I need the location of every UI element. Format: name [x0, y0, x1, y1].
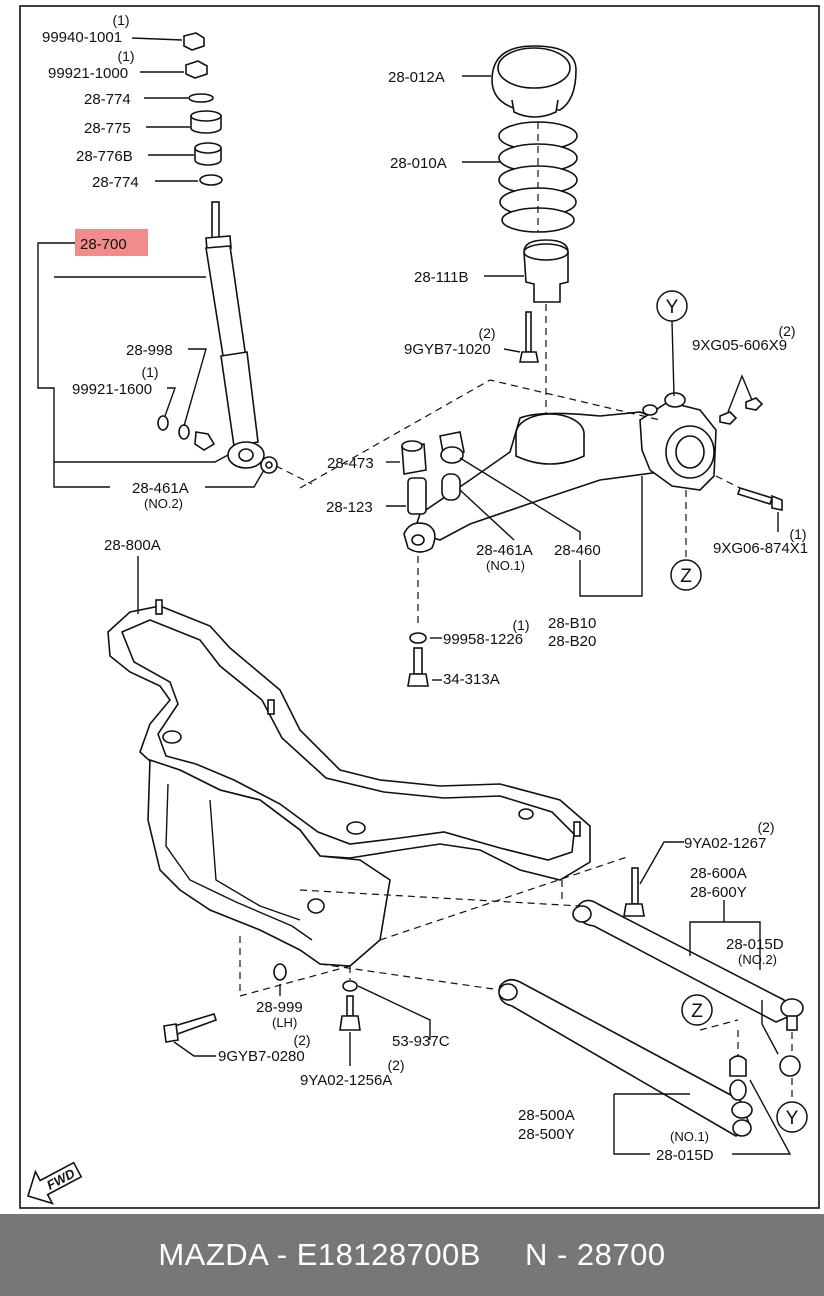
label-34-313a: 34-313A	[443, 671, 500, 688]
bolt-9gyb7-1020	[519, 351, 539, 363]
washer-28-999	[273, 963, 287, 981]
label-28-774: 28-774	[84, 91, 131, 108]
label-28-111b: 28-111B	[414, 269, 469, 286]
label-28-015d-no2: 28-015D	[726, 936, 784, 953]
label-9xg06-874x1: 9XG06-874X1	[713, 540, 808, 557]
shock-hardware-stack	[37, 32, 313, 488]
footer-reference: N - 28700	[524, 1237, 666, 1272]
shock-body-lower	[220, 351, 259, 447]
fwd-arrow-icon: FWD	[27, 1161, 83, 1205]
svg-text:(2): (2)	[293, 1032, 310, 1048]
label-99921-1600: 99921-1600	[72, 381, 152, 398]
label-28-461a-no2: 28-461A	[132, 480, 189, 497]
label-28-010a: 28-010A	[390, 155, 447, 172]
washer-99958	[409, 632, 427, 644]
label-28-775: 28-775	[84, 120, 131, 137]
label-28-012a: 28-012A	[388, 69, 445, 86]
label-28-600y: 28-600Y	[690, 884, 747, 901]
label-28-461a-no1: 28-461A	[476, 542, 533, 559]
part-labels: (1) 99940-1001 (1) 99921-1000 28-774 28-…	[42, 12, 808, 1164]
label-9gyb7-1020: 9GYB7-1020	[404, 341, 491, 358]
callout-y-top: Y	[656, 290, 688, 397]
label-28-b20: 28-B20	[548, 633, 596, 650]
label-9ya02-1267: 9YA02-1267	[684, 835, 766, 852]
label-9gyb7-0280: 9GYB7-0280	[218, 1048, 305, 1065]
label-28-b10: 28-B10	[548, 615, 596, 632]
bolt-34-313a	[407, 673, 429, 687]
svg-text:(1): (1)	[512, 617, 529, 633]
label-28-776b: 28-776B	[76, 148, 133, 165]
svg-text:Y: Y	[786, 1108, 799, 1129]
lateral-link-rear	[498, 978, 753, 1137]
upper-arm-assembly	[299, 374, 783, 687]
label-28-500a: 28-500A	[518, 1107, 575, 1124]
label-28-999: 28-999	[256, 999, 303, 1016]
diagram-border	[19, 5, 820, 1209]
label-28-500y: 28-500Y	[518, 1126, 575, 1143]
part-number-footer: MAZDA - E18128700B N - 28700	[0, 1214, 824, 1296]
label-28-700: 28-700	[80, 236, 127, 253]
crossmember	[107, 556, 591, 967]
parts-diagram: FWD Y Z Z Y (1) 99940-1001 (1) 99921-100…	[19, 5, 820, 1209]
footer-part-number: MAZDA - E18128700B	[158, 1237, 481, 1272]
lateral-link-front	[572, 899, 804, 1098]
nut	[185, 60, 208, 79]
label-9xg05-606x9: 9XG05-606X9	[692, 337, 787, 354]
svg-text:(NO.2): (NO.2)	[738, 952, 777, 967]
label-28-600a: 28-600A	[690, 865, 747, 882]
svg-text:Y: Y	[666, 297, 679, 318]
bushing-28-461a-no1	[441, 473, 461, 501]
bolt-9gyb7-0280	[163, 1023, 179, 1043]
label-28-460: 28-460	[554, 542, 601, 559]
svg-text:(1): (1)	[112, 12, 129, 28]
washer-upper	[188, 93, 214, 103]
spring-assembly	[462, 45, 578, 420]
bolt-9ya02-1267	[623, 903, 645, 917]
svg-text:(NO.1): (NO.1)	[670, 1129, 709, 1144]
svg-text:(1): (1)	[789, 526, 806, 542]
callout-y-bottom: Y	[776, 1101, 808, 1133]
label-9ya02-1256a: 9YA02-1256A	[300, 1072, 392, 1089]
label-28-015d-no1: 28-015D	[656, 1147, 714, 1164]
label-28-998: 28-998	[126, 342, 173, 359]
label-53-937c: 53-937C	[392, 1033, 450, 1050]
svg-text:(LH): (LH)	[272, 1015, 297, 1030]
label-99958-1226: 99958-1226	[443, 631, 523, 648]
bolt-9ya02-1256a	[339, 1015, 361, 1031]
svg-text:(2): (2)	[778, 323, 795, 339]
label-99921-1000: 99921-1000	[48, 65, 128, 82]
lock-nut	[183, 32, 205, 51]
coil-spring	[498, 121, 578, 233]
svg-text:(2): (2)	[478, 325, 495, 341]
svg-text:(1): (1)	[117, 48, 134, 64]
svg-text:Z: Z	[680, 566, 692, 587]
bolt-28-123	[407, 477, 427, 515]
mount-hardware	[163, 841, 684, 1066]
label-28-774-lower: 28-774	[92, 174, 139, 191]
svg-text:(2): (2)	[387, 1057, 404, 1073]
label-99940-1001: 99940-1001	[42, 29, 122, 46]
svg-text:(2): (2)	[757, 819, 774, 835]
svg-text:(1): (1)	[141, 364, 158, 380]
washer-lower	[199, 174, 223, 186]
collar	[194, 431, 216, 451]
label-28-473: 28-473	[327, 455, 374, 472]
highlight-28-700	[75, 229, 148, 256]
label-28-123: 28-123	[326, 499, 373, 516]
svg-text:Z: Z	[691, 1001, 703, 1022]
svg-text:(NO.2): (NO.2)	[144, 496, 183, 511]
label-28-800a: 28-800A	[104, 537, 161, 554]
crossmember-side	[147, 758, 391, 967]
shock-body-upper	[205, 245, 247, 363]
washer-53-937c	[342, 980, 358, 992]
shock-rod	[211, 201, 220, 239]
callout-z-bottom: Z	[681, 994, 713, 1026]
callout-z-top: Z	[670, 559, 702, 591]
svg-text:(NO.1): (NO.1)	[486, 558, 525, 573]
